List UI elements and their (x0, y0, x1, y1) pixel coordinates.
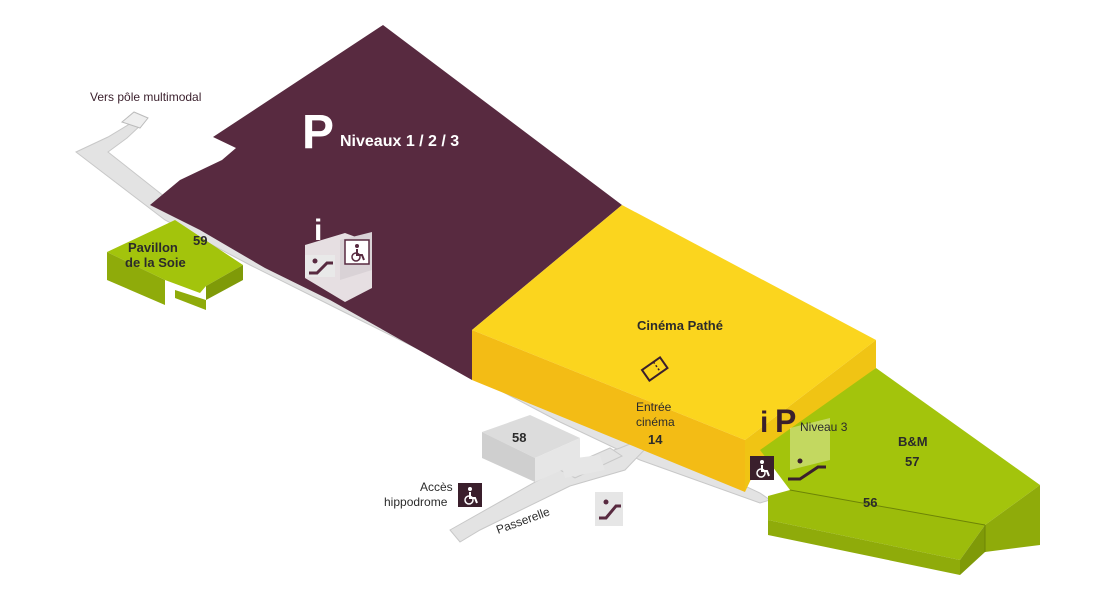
store-56-number: 56 (863, 495, 877, 510)
building-58-side (535, 438, 580, 482)
pavillon-number: 59 (193, 233, 207, 248)
entree-line1: Entrée (636, 400, 672, 414)
info2-letter: i (760, 406, 768, 439)
arrow-icon (120, 111, 149, 129)
bm-number: 57 (905, 454, 919, 469)
bm-side (985, 485, 1040, 552)
divider-56-57 (789, 489, 986, 526)
pavillon-label-line1: Pavillon (128, 240, 178, 255)
wheelchair-icon-2 (458, 483, 482, 507)
cinema-number: 14 (648, 432, 663, 447)
acces-line2: hippodrome (384, 495, 448, 509)
escalator-icon (305, 255, 335, 277)
wheelchair-icon-3 (750, 456, 774, 480)
pavillon-top (107, 220, 243, 293)
acces-line1: Accès (420, 480, 453, 494)
building-58-top (482, 415, 580, 458)
vers-pole-label: Vers pôle multimodal (90, 90, 201, 104)
building-58-annex (560, 455, 605, 478)
pavillon-front2 (175, 290, 206, 310)
escalator-icon-3 (788, 458, 826, 481)
parking-niveau3-box (790, 418, 830, 470)
bm-top (760, 368, 1040, 525)
pavillon-side (206, 265, 243, 300)
parking-levels: Niveaux 1 / 2 / 3 (340, 133, 459, 150)
entree-line2: cinéma (636, 415, 675, 429)
building-58-number: 58 (512, 430, 526, 445)
parking-building (150, 25, 622, 380)
parking2-letter: P (775, 403, 796, 439)
wheelchair-icon (344, 239, 370, 265)
pavillon-front (107, 252, 165, 305)
pavillon-label-line2: de la Soie (125, 255, 186, 270)
cinema-front (472, 330, 745, 492)
parking-letter: P (302, 106, 334, 159)
store-56-top (768, 490, 985, 560)
escalator-icon-2 (595, 492, 623, 526)
store-56-front (768, 520, 960, 575)
info-letter: i (314, 214, 322, 247)
niveau3-label: Niveau 3 (800, 420, 848, 434)
cinema-top (472, 205, 876, 440)
building-58-front (482, 432, 535, 482)
cinema-name: Cinéma Pathé (637, 318, 723, 333)
bm-name: B&M (898, 434, 928, 449)
store-56-side (960, 525, 985, 575)
ticket-icon (640, 355, 669, 383)
